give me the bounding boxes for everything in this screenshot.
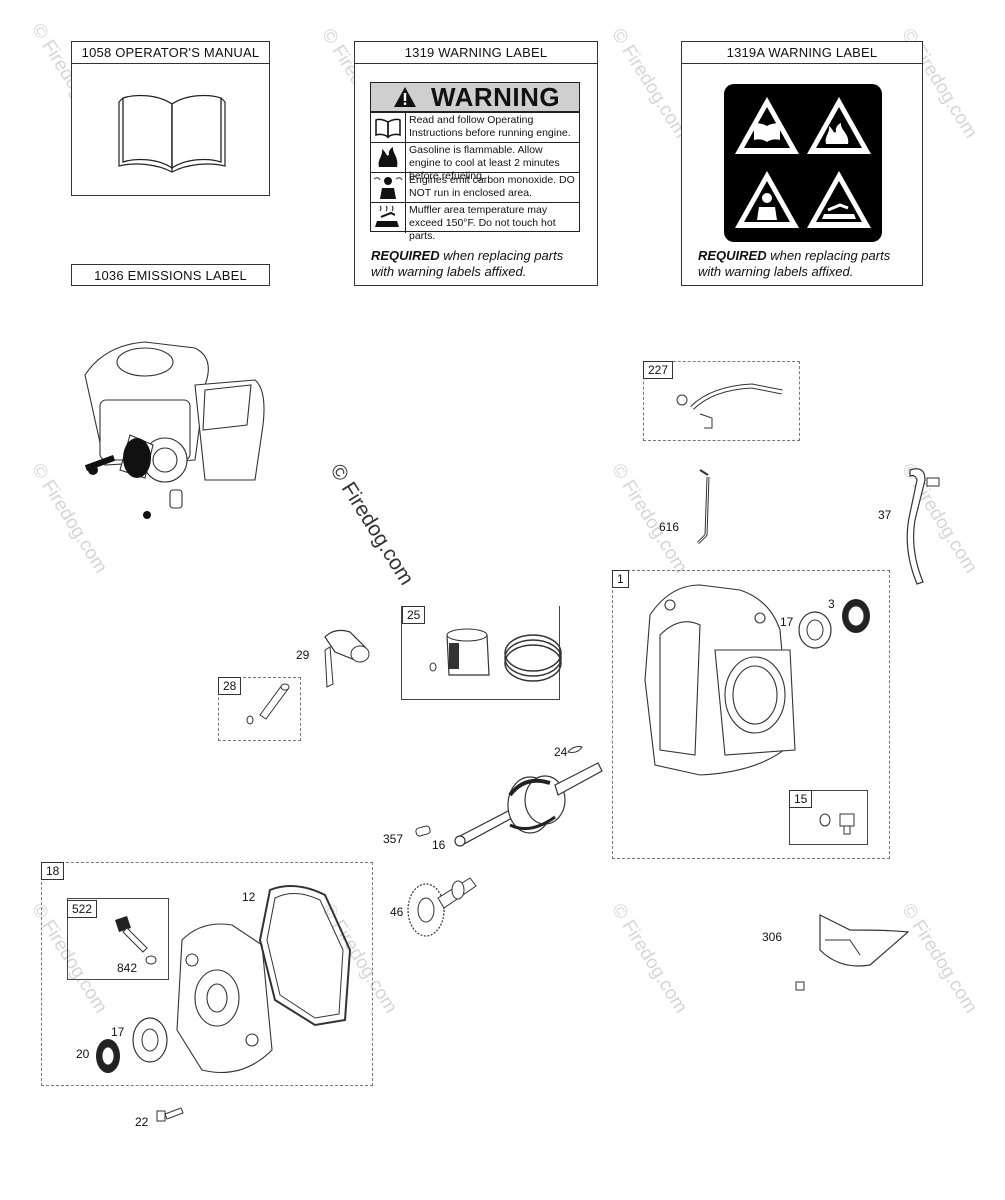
crankcase-cover-drawing <box>176 923 273 1074</box>
oil-seal-drawing <box>842 599 870 633</box>
exhaust-person-icon <box>373 177 403 199</box>
part-number-842[interactable]: 842 <box>117 961 138 975</box>
pictogram-panel <box>724 84 882 242</box>
part-number-227[interactable]: 227 <box>643 361 674 379</box>
exhaust-person-icon <box>735 171 799 228</box>
watermark: © Firedog.com <box>607 460 692 578</box>
part-number-29[interactable]: 29 <box>296 648 310 662</box>
part-number-24[interactable]: 24 <box>554 745 568 759</box>
hot-surface-icon <box>807 171 871 228</box>
warning-text: Muffler area temperature may exceed 150°… <box>409 204 556 242</box>
warning-row: Muffler area temperature may exceed 150°… <box>371 202 579 242</box>
required-text: when replacing parts <box>766 248 891 263</box>
bearing-drawing <box>798 611 832 649</box>
crankshaft-drawing <box>454 762 603 847</box>
emissions-label-box: 1036 EMISSIONS LABEL <box>71 264 270 286</box>
warning-row: Read and follow Operating Instructions b… <box>371 112 579 143</box>
title-divider <box>355 63 597 64</box>
bracket-drawing <box>906 468 940 585</box>
part-number-306[interactable]: 306 <box>762 930 783 944</box>
part-group-18 <box>41 862 373 1086</box>
part-number-12[interactable]: 12 <box>242 890 256 904</box>
part-number-3[interactable]: 3 <box>828 597 835 611</box>
warning-label-1319a-title: 1319A WARNING LABEL <box>726 45 878 60</box>
crank-key-drawing <box>567 746 583 753</box>
part-number-15[interactable]: 15 <box>789 790 813 808</box>
part-number-22[interactable]: 22 <box>135 1115 149 1129</box>
hot-surface-icon <box>375 205 399 227</box>
warning-label-1319-box: 1319 WARNING LABEL WARNING Read and foll… <box>354 41 598 286</box>
operators-manual-box: 1058 OPERATOR'S MANUAL <box>71 41 270 196</box>
part-number-17[interactable]: 17 <box>780 615 794 629</box>
dowel-pin-drawing <box>415 825 431 837</box>
piston-pin-drawing <box>246 683 290 725</box>
part-number-1[interactable]: 1 <box>612 570 629 588</box>
part-number-37[interactable]: 37 <box>878 508 892 522</box>
part-number-18[interactable]: 18 <box>41 862 65 880</box>
part-group-28 <box>218 677 301 741</box>
drain-plug-drawing <box>819 813 855 835</box>
part-number-28[interactable]: 28 <box>218 677 242 695</box>
part-number-46[interactable]: 46 <box>390 905 404 919</box>
required-bold: REQUIRED <box>371 248 440 263</box>
bearing-drawing <box>132 1017 168 1063</box>
warning-header: WARNING <box>371 83 579 112</box>
book-icon <box>118 94 226 173</box>
book-icon <box>375 118 401 139</box>
warning-text: Engines emit carbon monoxide. DO NOT run… <box>409 174 575 199</box>
gasket-drawing <box>258 885 352 1027</box>
connecting-rod-drawing <box>324 629 370 688</box>
fire-icon <box>807 97 871 154</box>
watermark-center: © Firedog.com <box>325 460 419 590</box>
part-number-357[interactable]: 357 <box>383 832 404 846</box>
warning-triangle-icon <box>394 87 416 107</box>
warning-row: Engines emit carbon monoxide. DO NOT run… <box>371 172 579 203</box>
fire-icon <box>378 147 398 167</box>
watermark: © Firedog.com <box>607 900 692 1018</box>
part-number-25[interactable]: 25 <box>402 606 426 624</box>
warning-panel: WARNING Read and follow Operating Instru… <box>370 82 580 242</box>
emissions-label-title: 1036 EMISSIONS LABEL <box>94 268 247 283</box>
camshaft-drawing <box>407 877 477 937</box>
required-note: REQUIRED when replacing parts with warni… <box>698 248 890 280</box>
required-text: with warning labels affixed. <box>371 264 527 279</box>
warning-row: Gasoline is flammable. Allow engine to c… <box>371 142 579 182</box>
warning-label-1319-title: 1319 WARNING LABEL <box>404 45 548 60</box>
warning-word: WARNING <box>431 82 561 112</box>
part-number-16[interactable]: 16 <box>432 838 446 852</box>
required-text: with warning labels affixed. <box>698 264 854 279</box>
bolt-drawing <box>156 1107 184 1122</box>
warning-text: Gasoline is flammable. Allow engine to c… <box>409 144 560 182</box>
part-group-227 <box>643 361 800 441</box>
watermark: © Firedog.com <box>607 25 692 143</box>
oil-seal-drawing <box>96 1039 120 1073</box>
part-group-522 <box>67 898 169 980</box>
governor-link-drawing <box>696 469 710 545</box>
part-group-15 <box>789 790 868 845</box>
engine-assembly-drawing <box>84 341 265 519</box>
part-number-616[interactable]: 616 <box>659 520 680 534</box>
part-number-17[interactable]: 17 <box>111 1025 125 1039</box>
cylinder-shroud-drawing <box>795 914 910 991</box>
title-divider <box>72 63 269 64</box>
title-divider <box>682 63 922 64</box>
required-note: REQUIRED when replacing parts with warni… <box>371 248 563 280</box>
crankcase-drawing <box>644 584 796 776</box>
warning-label-1319a-box: 1319A WARNING LABEL REQUIRED when replac… <box>681 41 923 286</box>
part-group-1 <box>612 570 890 859</box>
oil-fill-drawing <box>115 916 157 965</box>
piston-drawing <box>429 628 562 682</box>
required-text: when replacing parts <box>439 248 564 263</box>
breather-tube-drawing <box>676 383 783 429</box>
part-number-20[interactable]: 20 <box>76 1047 90 1061</box>
operators-manual-title: 1058 OPERATOR'S MANUAL <box>81 45 260 60</box>
required-bold: REQUIRED <box>698 248 767 263</box>
part-number-522[interactable]: 522 <box>67 900 98 918</box>
book-icon <box>735 97 799 154</box>
warning-text: Read and follow Operating Instructions b… <box>409 114 571 139</box>
